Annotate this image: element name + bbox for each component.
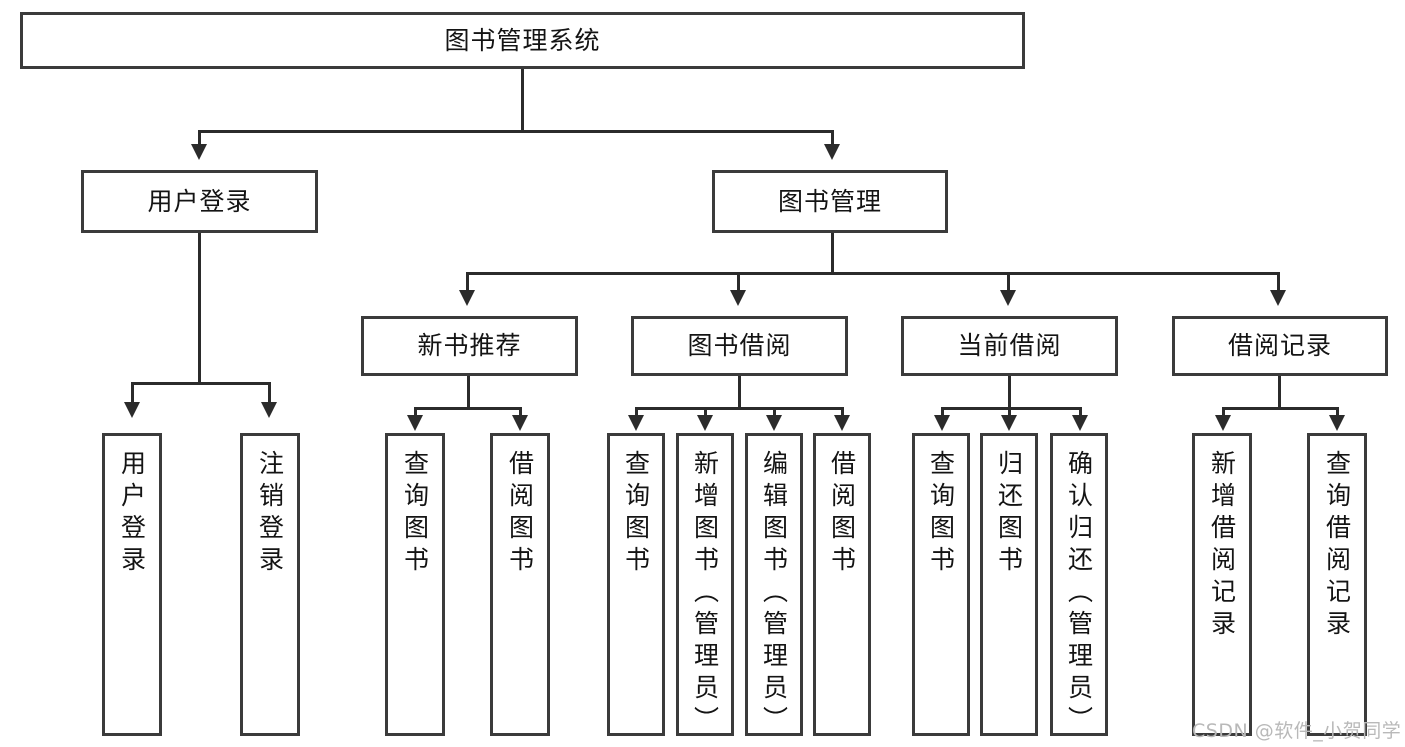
connector-book-manage-drop-4 [1277, 272, 1280, 294]
arrow-book-borrow-leaf-1 [628, 415, 644, 431]
node-new-book-recommendation[interactable]: 新书推荐 [361, 316, 578, 376]
connector-book-manage-bus [466, 272, 1280, 275]
node-label: 编辑图书（管理员） [759, 450, 789, 738]
connector-user-login-drop-1 [131, 382, 134, 406]
node-borrowing-record[interactable]: 借阅记录 [1172, 316, 1388, 376]
node-leaf-query-book-borrow[interactable]: 查询图书 [607, 433, 665, 736]
node-label: 查询图书 [926, 450, 956, 578]
connector-new-book-rec-drop-1 [414, 407, 417, 419]
connector-borrow-record-drop-1 [1222, 407, 1225, 419]
connector-current-borrow-drop-1 [941, 407, 944, 419]
arrow-user-login-leaf-1 [124, 402, 140, 418]
arrow-book-borrow-leaf-3 [766, 415, 782, 431]
node-user-login[interactable]: 用户登录 [81, 170, 318, 233]
connector-book-borrow-stem [738, 375, 741, 407]
node-leaf-borrow-book[interactable]: 借阅图书 [813, 433, 871, 736]
node-label: 新书推荐 [417, 331, 522, 360]
node-label: 图书借阅 [687, 331, 792, 360]
connector-root-stem [521, 68, 524, 130]
node-label: 查询图书 [621, 450, 651, 578]
arrow-new-book-rec-leaf-1 [407, 415, 423, 431]
connector-new-book-rec-bus [414, 407, 522, 410]
connector-book-manage-drop-1 [466, 272, 469, 294]
node-label: 查询借阅记录 [1322, 450, 1352, 642]
connector-current-borrow-drop-3 [1079, 407, 1082, 419]
connector-book-borrow-drop-2 [704, 407, 707, 419]
node-leaf-return-book[interactable]: 归还图书 [980, 433, 1038, 736]
node-leaf-query-book-current[interactable]: 查询图书 [912, 433, 970, 736]
node-label: 借阅记录 [1227, 331, 1332, 360]
connector-book-manage-drop-3 [1007, 272, 1010, 294]
arrow-book-manage-current-borrow [1000, 290, 1016, 306]
node-label: 新增借阅记录 [1207, 450, 1237, 642]
connector-book-borrow-drop-3 [773, 407, 776, 419]
arrow-book-borrow-leaf-4 [834, 415, 850, 431]
connector-book-manage-stem [831, 232, 834, 272]
node-label: 借阅图书 [505, 450, 535, 578]
node-label: 用户登录 [147, 186, 252, 216]
connector-book-borrow-drop-1 [635, 407, 638, 419]
node-label: 查询图书 [400, 450, 430, 578]
connector-borrow-record-stem [1278, 375, 1281, 407]
node-leaf-edit-book-admin[interactable]: 编辑图书（管理员） [745, 433, 803, 738]
node-leaf-add-book-admin[interactable]: 新增图书（管理员） [676, 433, 734, 738]
node-leaf-confirm-return-admin[interactable]: 确认归还（管理员） [1050, 433, 1108, 738]
node-leaf-query-book-new-rec[interactable]: 查询图书 [385, 433, 445, 736]
connector-new-book-rec-drop-2 [519, 407, 522, 419]
arrow-current-borrow-leaf-2 [1001, 415, 1017, 431]
node-label: 确认归还（管理员） [1064, 450, 1094, 738]
arrow-root-to-book-manage [824, 144, 840, 160]
node-label: 用户登录 [117, 450, 147, 578]
connector-book-borrow-bus [635, 407, 843, 410]
node-label: 新增图书（管理员） [690, 450, 720, 738]
arrow-book-manage-book-borrow [730, 290, 746, 306]
connector-borrow-record-bus [1222, 407, 1339, 410]
node-label: 归还图书 [994, 450, 1024, 578]
connector-user-login-drop-2 [268, 382, 271, 406]
node-book-management[interactable]: 图书管理 [712, 170, 948, 233]
node-current-borrowing[interactable]: 当前借阅 [901, 316, 1118, 376]
connector-book-borrow-drop-4 [841, 407, 844, 419]
arrow-new-book-rec-leaf-2 [512, 415, 528, 431]
connector-borrow-record-drop-2 [1336, 407, 1339, 419]
arrow-current-borrow-leaf-3 [1072, 415, 1088, 431]
node-label: 当前借阅 [957, 331, 1062, 360]
arrow-root-to-user-login [191, 144, 207, 160]
connector-new-book-rec-stem [467, 375, 470, 407]
arrow-book-manage-new-book-rec [459, 290, 475, 306]
arrow-book-manage-borrow-record [1270, 290, 1286, 306]
node-leaf-borrow-book-new-rec[interactable]: 借阅图书 [490, 433, 550, 736]
node-leaf-user-logout[interactable]: 注销登录 [240, 433, 300, 736]
node-label: 图书管理 [777, 186, 882, 216]
connector-user-login-bus [131, 382, 268, 385]
connector-book-manage-drop-2 [737, 272, 740, 294]
connector-root-to-user-login [198, 130, 201, 148]
connector-user-login-stem [198, 232, 201, 382]
connector-current-borrow-bus [941, 407, 1081, 410]
node-label: 注销登录 [255, 450, 285, 578]
node-leaf-query-borrow-record[interactable]: 查询借阅记录 [1307, 433, 1367, 736]
arrow-user-login-leaf-2 [261, 402, 277, 418]
node-leaf-add-borrow-record[interactable]: 新增借阅记录 [1192, 433, 1252, 736]
connector-root-to-book-manage [831, 130, 834, 148]
node-book-borrowing[interactable]: 图书借阅 [631, 316, 848, 376]
node-label: 借阅图书 [827, 450, 857, 578]
arrow-borrow-record-leaf-2 [1329, 415, 1345, 431]
arrow-book-borrow-leaf-2 [697, 415, 713, 431]
arrow-current-borrow-leaf-1 [934, 415, 950, 431]
node-leaf-user-login[interactable]: 用户登录 [102, 433, 162, 736]
node-label: 图书管理系统 [444, 25, 601, 55]
connector-current-borrow-stem [1008, 375, 1011, 407]
connector-current-borrow-drop-2 [1008, 407, 1011, 419]
connector-root-bus [198, 130, 834, 133]
arrow-borrow-record-leaf-1 [1215, 415, 1231, 431]
node-root-book-management-system[interactable]: 图书管理系统 [20, 12, 1025, 69]
